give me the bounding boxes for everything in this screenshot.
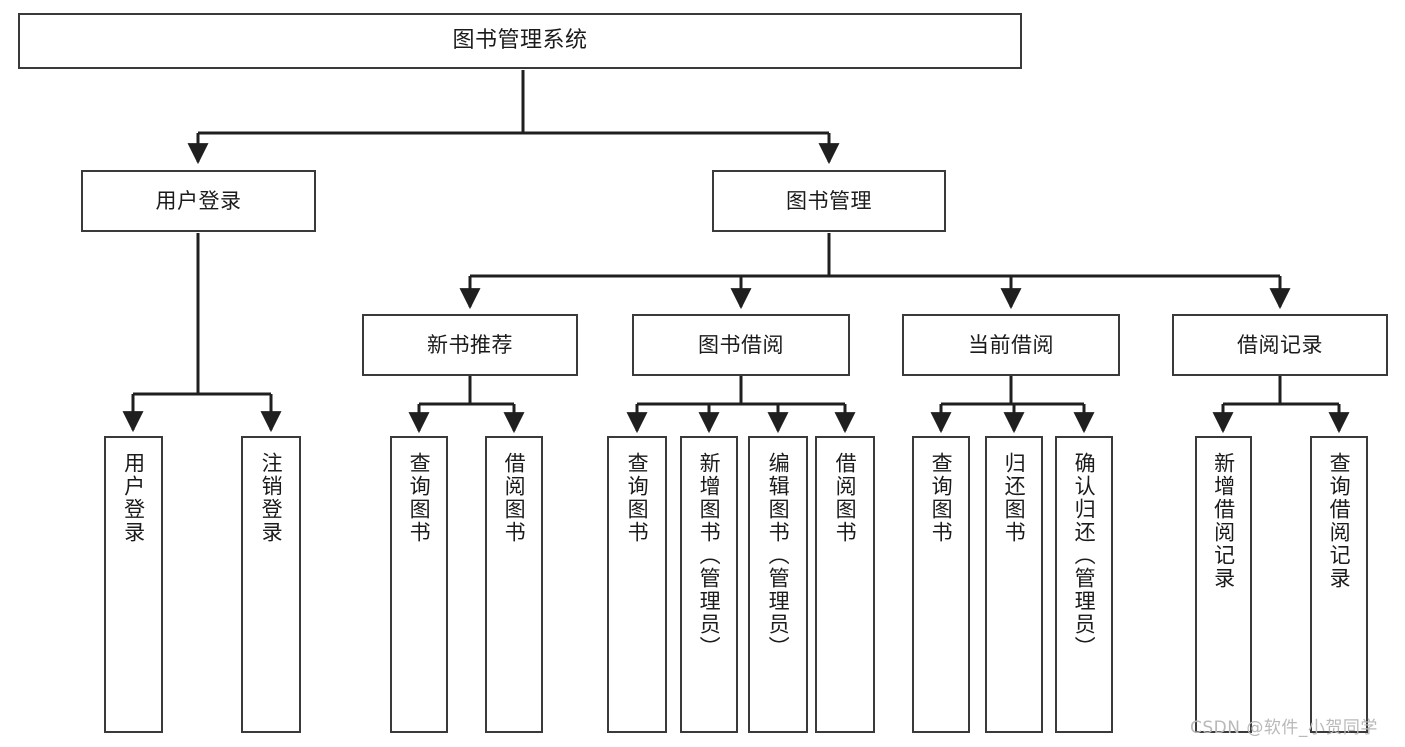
leaf-user-login-logout[interactable]: 注销登录 [241,436,301,733]
node-current-borrow[interactable]: 当前借阅 [902,314,1120,376]
leaf-current-borrow-return[interactable]: 归还图书 [985,436,1043,733]
node-user-login[interactable]: 用户登录 [81,170,316,232]
node-label: 查询借阅记录 [1327,452,1352,590]
node-label: 图书借阅 [698,332,784,357]
node-label: 当前借阅 [968,332,1054,357]
leaf-current-borrow-query[interactable]: 查询图书 [912,436,970,733]
node-label: 查询图书 [625,452,650,544]
node-new-book-recommend[interactable]: 新书推荐 [362,314,578,376]
node-label: 借阅图书 [502,452,527,544]
node-label: 图书管理 [786,188,872,213]
node-label: 新增借阅记录 [1211,452,1236,590]
node-label: 借阅记录 [1237,332,1323,357]
leaf-borrow-record-query[interactable]: 查询借阅记录 [1310,436,1368,733]
node-label: 确认归还（管理员） [1072,452,1097,659]
leaf-new-book-borrow[interactable]: 借阅图书 [485,436,543,733]
node-label: 用户登录 [155,188,242,213]
node-label: 新书推荐 [427,332,513,357]
leaf-new-book-query[interactable]: 查询图书 [390,436,448,733]
leaf-user-login-login[interactable]: 用户登录 [104,436,163,733]
node-label: 借阅图书 [833,452,858,544]
leaf-book-borrow-edit[interactable]: 编辑图书（管理员） [748,436,808,733]
node-root-system[interactable]: 图书管理系统 [18,13,1022,69]
node-borrow-records[interactable]: 借阅记录 [1172,314,1388,376]
node-label: 新增图书（管理员） [697,452,722,659]
node-label: 查询图书 [929,452,954,544]
leaf-borrow-record-add[interactable]: 新增借阅记录 [1195,436,1252,733]
node-label: 查询图书 [407,452,432,544]
node-label: 编辑图书（管理员） [766,452,791,659]
node-label: 图书管理系统 [452,28,588,54]
node-label: 归还图书 [1002,452,1027,544]
leaf-book-borrow-query[interactable]: 查询图书 [607,436,667,733]
leaf-current-borrow-confirm-return[interactable]: 确认归还（管理员） [1055,436,1113,733]
node-label: 用户登录 [121,452,146,544]
node-book-management[interactable]: 图书管理 [712,170,946,232]
node-book-borrow[interactable]: 图书借阅 [632,314,850,376]
leaf-book-borrow-add[interactable]: 新增图书（管理员） [680,436,738,733]
leaf-book-borrow-borrow[interactable]: 借阅图书 [815,436,875,733]
node-label: 注销登录 [259,452,284,544]
